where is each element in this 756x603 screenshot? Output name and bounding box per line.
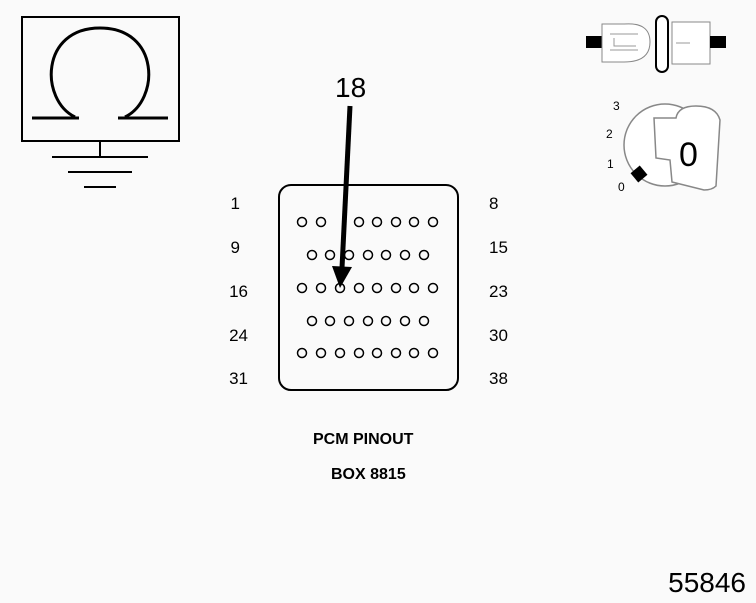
key-position-label: 3 [613, 99, 620, 113]
figure-id: 55846 [668, 567, 746, 598]
pin-label-left: 24 [229, 326, 248, 345]
pin-label-left: 9 [230, 238, 240, 257]
caption-subtitle: BOX 8815 [331, 466, 406, 483]
caption-title: PCM PINOUT [313, 431, 414, 448]
key-position-label: 2 [606, 127, 613, 141]
key-value-label: 0 [679, 136, 698, 174]
pin-label-left: 1 [230, 194, 240, 213]
pin-label-left: 31 [229, 369, 248, 388]
pin-label-right: 38 [489, 369, 508, 388]
key-position-label: 0 [618, 180, 625, 194]
pin-label-right: 8 [489, 194, 499, 213]
pin-label-right: 23 [489, 282, 508, 301]
pin-label-right: 30 [489, 326, 508, 345]
callout-pin-label: 18 [335, 72, 367, 103]
key-position-label: 1 [607, 157, 614, 171]
pin-label-right: 15 [489, 238, 508, 257]
pin-label-left: 16 [229, 282, 248, 301]
